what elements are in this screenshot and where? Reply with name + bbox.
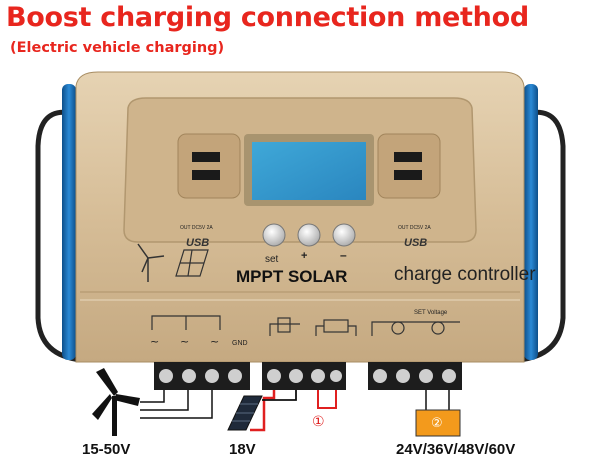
battery-wire: [425, 390, 450, 412]
solar-wire-black: [262, 390, 297, 401]
product-label: charge controller: [394, 264, 536, 285]
set-label: set: [265, 254, 279, 265]
set-voltage-label: SET Voltage: [414, 310, 448, 316]
lcd-screen: [252, 142, 366, 200]
solar-input-symbol: [269, 317, 300, 336]
svg-text:–: –: [340, 248, 347, 262]
marker-1: ①: [312, 414, 325, 430]
usb-label-left: USB: [186, 237, 209, 249]
svg-text:~: ~: [150, 335, 159, 348]
solar-panel-large: [227, 395, 263, 431]
terminal-block-load: [368, 362, 462, 390]
up-button: [297, 223, 321, 247]
usb-port-right: [377, 133, 441, 199]
battery-icon: [415, 409, 461, 437]
solar-panel-icon: [175, 249, 209, 277]
down-button: [332, 223, 356, 247]
page-subtitle: (Electric vehicle charging): [10, 40, 225, 56]
brand-label: MPPT SOLAR: [236, 267, 347, 286]
battery-voltage-label: 24V/36V/48V/60V: [396, 441, 516, 458]
wind-wire: [140, 390, 213, 419]
usb-rating-right: OUT DC5V 2A: [398, 225, 431, 231]
load-output-symbol: [371, 321, 460, 336]
wind-input-symbol: [151, 315, 221, 330]
usb-label-right: USB: [404, 237, 427, 249]
wind-turbine-icon: [137, 243, 165, 282]
set-button: [262, 223, 286, 247]
terminal-block-solar-battery: [262, 362, 346, 390]
marker-2: ②: [431, 416, 443, 431]
right-blue-trim: [524, 84, 538, 360]
bridge-wire: [317, 390, 337, 409]
solar-wire-red: [250, 390, 276, 432]
battery-symbol: [315, 319, 357, 336]
svg-text:+: +: [301, 250, 307, 262]
usb-rating-left: OUT DC5V 2A: [180, 225, 213, 231]
wind-voltage-label: 15-50V: [82, 441, 131, 458]
left-blue-trim: [62, 84, 76, 360]
gnd-label: GND: [232, 340, 248, 347]
svg-text:~: ~: [210, 335, 219, 348]
usb-port-left: [177, 133, 241, 199]
terminal-block-wind: [154, 362, 250, 390]
wind-turbine-icon-large: [92, 368, 140, 436]
solar-voltage-label: 18V: [229, 441, 256, 458]
page-title: Boost charging connection method: [6, 2, 529, 33]
svg-text:~: ~: [180, 335, 189, 348]
